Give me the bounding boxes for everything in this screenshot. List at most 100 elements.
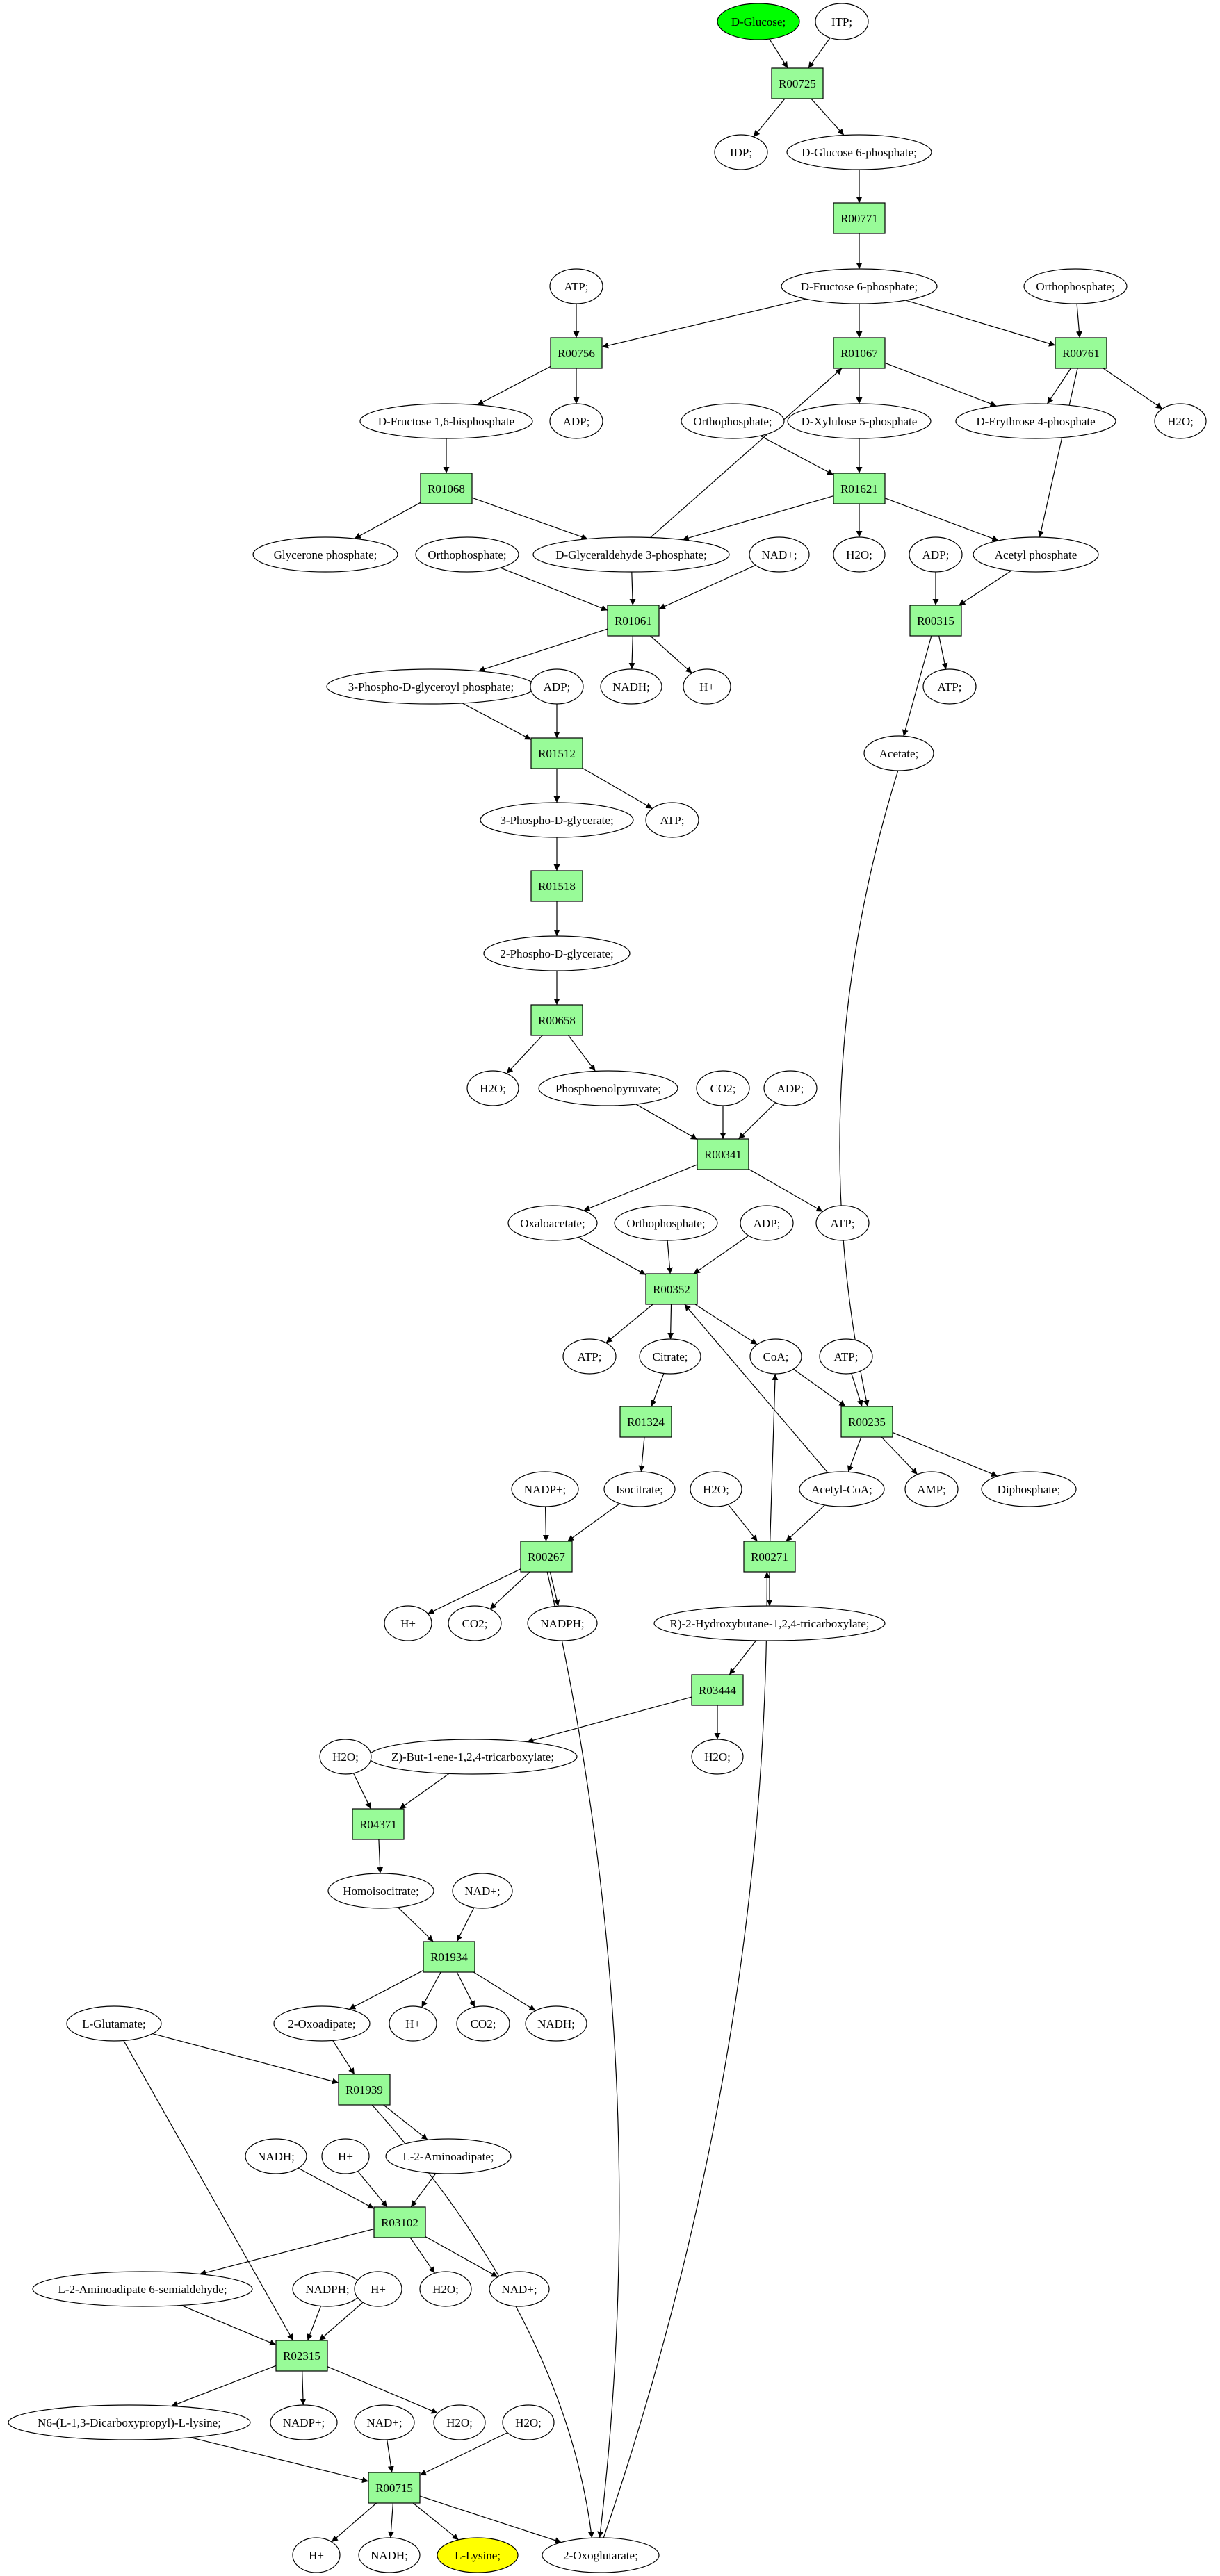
metabolite-node[interactable]: ATP; [922,668,977,705]
reaction-node-r03102[interactable]: R03102 [373,2206,426,2238]
metabolite-node[interactable]: NADPH; [292,2271,363,2307]
metabolite-node[interactable]: ADP; [549,403,603,439]
metabolite-node[interactable]: CoA; [749,1338,802,1375]
metabolite-node[interactable]: Orthophosphate; [415,536,519,573]
metabolite-node[interactable]: Diphosphate; [981,1471,1077,1507]
reaction-node-r01324[interactable]: R01324 [619,1406,672,1438]
metabolite-node[interactable]: Z)-But-1-ene-1,2,4-tricarboxylate; [368,1739,578,1775]
metabolite-node[interactable]: N6-(L-1,3-Dicarboxypropyl)-L-lysine; [8,2404,251,2440]
reaction-node-r01518[interactable]: R01518 [530,870,583,902]
metabolite-node[interactable]: ATP; [645,802,699,838]
metabolite-node[interactable]: ATP; [562,1338,617,1375]
metabolite-node[interactable]: Acetyl-CoA; [799,1471,885,1507]
metabolite-node[interactable]: H2O; [690,1471,742,1507]
metabolite-node[interactable]: Orthophosphate; [681,403,785,439]
reaction-node-r00267[interactable]: R00267 [520,1541,573,1573]
reaction-node-r00771[interactable]: R00771 [833,202,886,234]
metabolite-node[interactable]: H2O; [319,1739,372,1775]
metabolite-node[interactable]: H+ [321,2138,370,2174]
metabolite-node[interactable]: ATP; [549,268,603,304]
metabolite-node[interactable]: CO2; [456,2005,510,2042]
reaction-node-r00658[interactable]: R00658 [530,1004,583,1036]
metabolite-node[interactable]: ADP; [763,1070,818,1106]
reaction-node-r00756[interactable]: R00756 [550,337,603,369]
metabolite-node[interactable]: D-Fructose 1,6-bisphosphate [359,403,533,439]
metabolite-node[interactable]: NAD+; [749,536,810,573]
reaction-node-r01512[interactable]: R01512 [530,737,583,769]
metabolite-node[interactable]: NADH; [245,2138,307,2174]
metabolite-node[interactable]: Phosphoenolpyruvate; [538,1070,678,1106]
metabolite-node[interactable]: 2-Phospho-D-glycerate; [483,935,631,971]
metabolite-node[interactable]: L-2-Aminoadipate; [385,2138,512,2174]
reaction-node-r00352[interactable]: R00352 [645,1273,698,1305]
reaction-node-r03444[interactable]: R03444 [691,1674,744,1706]
reaction-node-r00315[interactable]: R00315 [909,605,962,637]
metabolite-node[interactable]: Glycerone phosphate; [252,536,398,573]
metabolite-node[interactable]: L-2-Aminoadipate 6-semialdehyde; [32,2271,253,2307]
metabolite-node[interactable]: ADP; [740,1205,794,1241]
metabolite-node[interactable]: NAD+; [489,2271,550,2307]
metabolite-node[interactable]: H+ [292,2537,341,2573]
metabolite-node[interactable]: ADP; [909,536,963,573]
metabolite-node[interactable]: H+ [354,2271,402,2307]
metabolite-node[interactable]: Homoisocitrate; [327,1873,434,1909]
metabolite-node[interactable]: H2O; [466,1070,519,1106]
metabolite-node[interactable]: NADH; [600,668,662,705]
reaction-node-r01621[interactable]: R01621 [833,473,886,504]
metabolite-node[interactable]: Isocitrate; [603,1471,676,1507]
metabolite-node[interactable]: CO2; [448,1605,502,1641]
metabolite-node[interactable]: NADH; [358,2537,421,2573]
reaction-node-r01061[interactable]: R01061 [607,605,660,637]
metabolite-node[interactable]: 2-Oxoadipate; [273,2005,371,2042]
metabolite-node[interactable]: D-Xylulose 5-phosphate [787,403,932,439]
metabolite-node[interactable]: NAD+; [354,2404,415,2440]
metabolite-node[interactable]: AMP; [904,1471,959,1507]
metabolite-node[interactable]: Orthophosphate; [614,1205,718,1241]
metabolite-node[interactable]: D-Glyceraldehyde 3-phosphate; [532,536,730,573]
metabolite-node[interactable]: NADPH; [527,1605,598,1641]
metabolite-node[interactable]: R)-2-Hydroxybutane-1,2,4-tricarboxylate; [653,1605,886,1641]
metabolite-node[interactable]: 3-Phospho-D-glycerate; [480,802,634,838]
reaction-node-r02315[interactable]: R02315 [275,2340,328,2372]
metabolite-node[interactable]: H2O; [833,536,886,573]
metabolite-node[interactable]: Acetyl phosphate [973,536,1099,573]
metabolite-node[interactable]: H2O; [691,1739,744,1775]
reaction-node-r01939[interactable]: R01939 [338,2074,391,2106]
reaction-node-r01934[interactable]: R01934 [423,1941,475,1973]
reaction-node-r01068[interactable]: R01068 [420,473,473,504]
metabolite-node[interactable]: NADP+; [511,1471,579,1507]
metabolite-node[interactable]: D-Glucose 6-phosphate; [786,134,932,170]
reaction-node-r00725[interactable]: R00725 [771,67,824,99]
reaction-node-r04371[interactable]: R04371 [352,1808,405,1840]
metabolite-node[interactable]: ITP; [815,3,869,40]
reaction-node-r00271[interactable]: R00271 [743,1541,796,1573]
metabolite-node[interactable]: D-Erythrose 4-phosphate [955,403,1116,439]
metabolite-node[interactable]: H+ [683,668,731,705]
metabolite-node[interactable]: CO2; [696,1070,750,1106]
metabolite-node[interactable]: Oxaloacetate; [507,1205,598,1241]
metabolite-node[interactable]: NADH; [525,2005,587,2042]
metabolite-node[interactable]: 3-Phospho-D-glyceroyl phosphate; [326,668,536,705]
metabolite-node[interactable]: ATP; [815,1205,870,1241]
reaction-node-r00715[interactable]: R00715 [368,2472,421,2504]
metabolite-node[interactable]: Citrate; [639,1338,701,1375]
reaction-node-r00761[interactable]: R00761 [1055,337,1107,369]
reaction-node-r00235[interactable]: R00235 [840,1406,893,1438]
metabolite-node[interactable]: D-Fructose 6-phosphate; [781,268,938,304]
metabolite-node[interactable]: H2O; [502,2404,555,2440]
metabolite-node[interactable]: Orthophosphate; [1023,268,1128,304]
metabolite-node[interactable]: D-Glucose; [717,3,800,40]
metabolite-node[interactable]: IDP; [714,134,768,170]
metabolite-node[interactable]: H+ [389,2005,437,2042]
metabolite-node[interactable]: H+ [384,1605,432,1641]
reaction-node-r01067[interactable]: R01067 [833,337,886,369]
metabolite-node[interactable]: H2O; [433,2404,486,2440]
metabolite-node[interactable]: L-Lysine; [437,2537,519,2573]
metabolite-node[interactable]: NADP+; [270,2404,338,2440]
metabolite-node[interactable]: ATP; [819,1338,873,1375]
metabolite-node[interactable]: L-Glutamate; [66,2005,162,2042]
reaction-node-r00341[interactable]: R00341 [697,1138,749,1170]
metabolite-node[interactable]: Acetate; [863,735,934,771]
metabolite-node[interactable]: H2O; [1154,403,1207,439]
metabolite-node[interactable]: ADP; [530,668,584,705]
